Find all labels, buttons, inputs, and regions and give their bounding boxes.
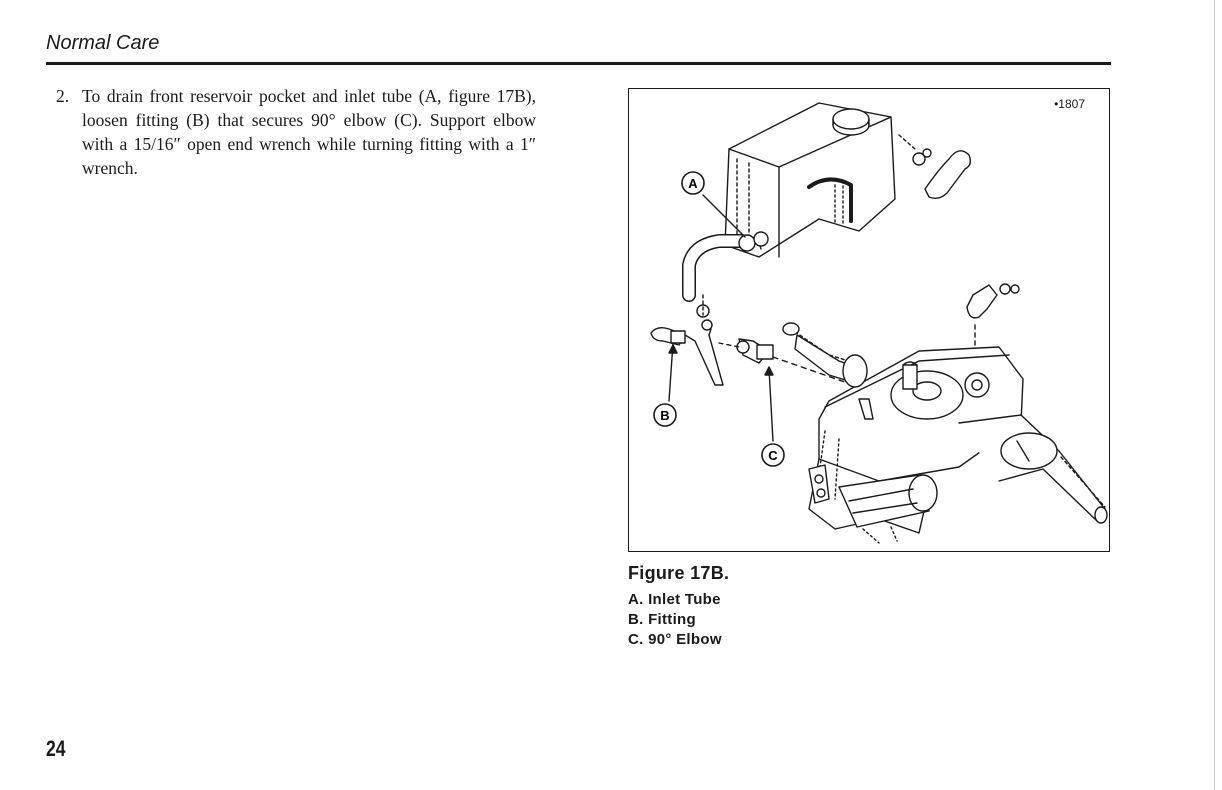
header-rule bbox=[46, 62, 1111, 65]
hydraulic-assembly-drawing: A B C bbox=[629, 89, 1111, 553]
legend-item-c: C. 90° Elbow bbox=[628, 630, 729, 650]
step-number: 2. bbox=[56, 84, 69, 108]
caption-legend: A. Inlet Tube B. Fitting C. 90° Elbow bbox=[628, 590, 729, 650]
step-text: To drain front reservoir pocket and inle… bbox=[82, 84, 536, 180]
fitting-and-line bbox=[651, 328, 723, 385]
figure-caption: Figure 17B. A. Inlet Tube B. Fitting C. … bbox=[628, 563, 729, 650]
instruction-step: 2. To drain front reservoir pocket and i… bbox=[56, 84, 536, 180]
reservoir-tank bbox=[725, 103, 895, 257]
legend-item-b: B. Fitting bbox=[628, 610, 729, 630]
page-number: 24 bbox=[46, 736, 66, 762]
upper-elbow-hose bbox=[899, 135, 970, 198]
page-edge bbox=[1214, 0, 1215, 790]
legend-item-a: A. Inlet Tube bbox=[628, 590, 729, 610]
section-header: Normal Care bbox=[46, 32, 159, 55]
figure-illustration: •1807 bbox=[628, 88, 1110, 552]
callout-b-letter: B bbox=[660, 408, 669, 423]
transaxle-body bbox=[783, 323, 1107, 543]
callout-a-letter: A bbox=[688, 176, 698, 191]
callout-c-letter: C bbox=[768, 448, 778, 463]
caption-title: Figure 17B. bbox=[628, 563, 729, 584]
